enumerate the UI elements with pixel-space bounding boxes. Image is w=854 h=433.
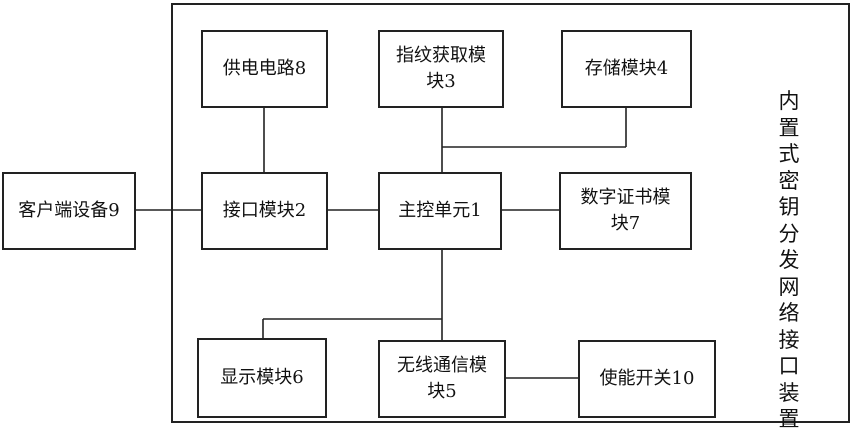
power-circuit-label: 供电电路8 xyxy=(222,58,307,79)
digital-certificate-module-box: 数字证书模 块7 xyxy=(559,172,692,250)
fingerprint-module-label-line2: 块3 xyxy=(426,71,456,92)
interface-module-label: 接口模块2 xyxy=(222,200,307,221)
display-module-box: 显示模块6 xyxy=(197,338,327,418)
enable-switch-label: 使能开关10 xyxy=(599,368,695,389)
wireless-module-label-line1: 无线通信模 xyxy=(397,355,487,376)
storage-module-box: 存储模块4 xyxy=(561,30,692,108)
main-control-unit-label: 主控单元1 xyxy=(398,200,482,221)
digital-certificate-label-line2: 块7 xyxy=(610,213,641,234)
device-title: 内置式密钥分发网络接口装置 xyxy=(778,89,800,431)
wireless-module-label-line2: 块5 xyxy=(427,381,457,402)
storage-module-label: 存储模块4 xyxy=(584,58,669,79)
digital-certificate-label-line1: 数字证书模 xyxy=(580,187,671,208)
block-diagram: 供电电路8 指纹获取模 块3 存储模块4 客户端设备9 接口模块2 主控单元1 … xyxy=(2,3,850,431)
interface-module-box: 接口模块2 xyxy=(201,172,328,250)
client-device-label: 客户端设备9 xyxy=(18,200,120,221)
display-module-label: 显示模块6 xyxy=(220,367,304,388)
main-control-unit-box: 主控单元1 xyxy=(378,172,502,250)
enable-switch-box: 使能开关10 xyxy=(578,340,716,418)
connector-lines xyxy=(135,107,627,379)
fingerprint-module-label-line1: 指纹获取模 xyxy=(396,45,486,66)
fingerprint-module-box: 指纹获取模 块3 xyxy=(378,30,504,108)
wireless-module-box: 无线通信模 块5 xyxy=(378,340,506,418)
power-circuit-box: 供电电路8 xyxy=(201,30,328,108)
client-device-box: 客户端设备9 xyxy=(2,172,136,250)
